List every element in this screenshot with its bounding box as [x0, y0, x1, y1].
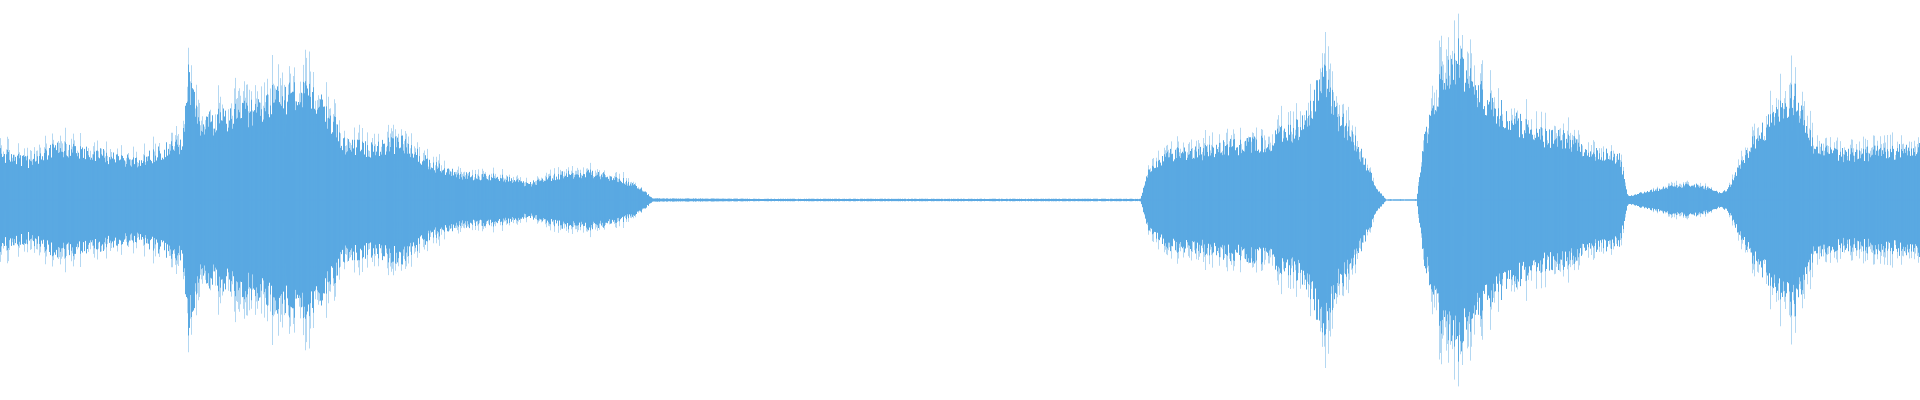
audio-waveform[interactable]: [0, 0, 1920, 400]
audio-waveform-view[interactable]: [0, 0, 1920, 400]
